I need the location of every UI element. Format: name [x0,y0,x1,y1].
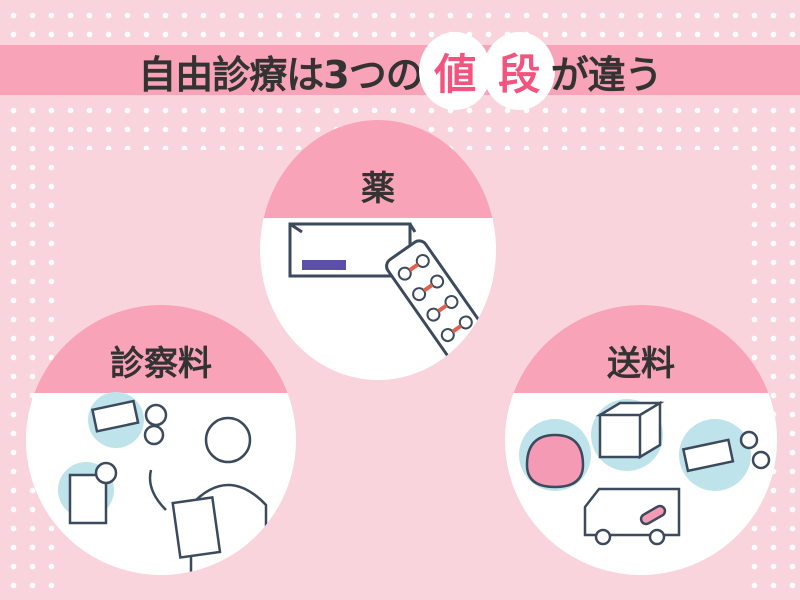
medicine-section: 薬 [260,120,496,380]
shipping-fee-section: 送料 [505,305,777,575]
delivery-truck-with-money-icon [519,399,771,546]
title-text-end: が違う [550,52,663,97]
medicine-icon [288,222,495,369]
title-highlight-2: 段 [482,32,555,110]
page-title: 自由診療は3つの 値 段 が違う [0,31,800,111]
consultation-fee-label: 診察料 [26,305,296,393]
title-banner [0,45,800,95]
title-highlight-1: 値 [418,32,491,110]
consultation-fee-section: 診察料 [26,305,296,575]
doctor-with-money-icon [58,392,268,575]
medicine-label: 薬 [260,120,496,218]
shipping-fee-label: 送料 [505,305,777,393]
title-text: 自由診療は3つの [138,52,423,97]
